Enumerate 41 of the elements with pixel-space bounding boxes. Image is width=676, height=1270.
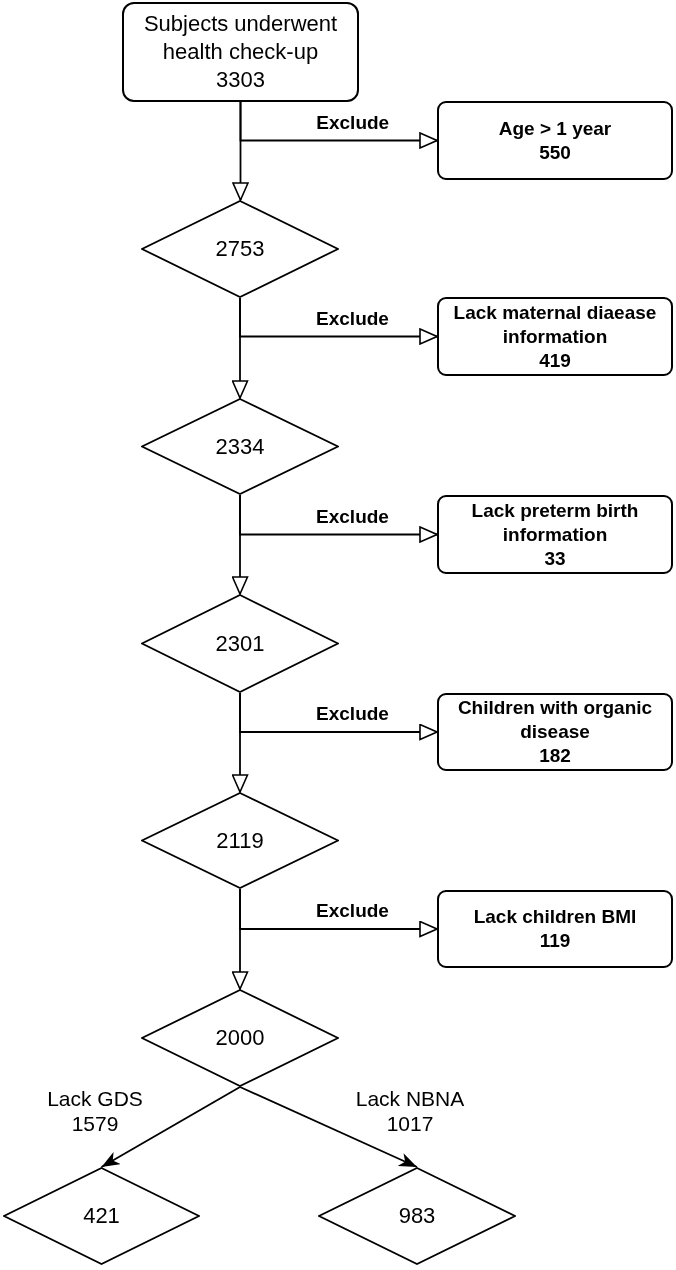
count-number: 2301 — [215, 630, 265, 657]
exclusion-box — [437, 890, 673, 968]
connector-arrow — [231, 888, 249, 990]
edge-label: Lack GDS 1579 — [46, 1086, 144, 1136]
count-number: 2753 — [215, 236, 265, 262]
count-number: 419 — [539, 348, 571, 373]
exclusion-box — [437, 693, 673, 771]
count-diamond — [141, 398, 339, 495]
connector-arrow — [231, 297, 249, 399]
count-number: 119 — [539, 929, 571, 953]
description-text: Lack preterm birth information — [470, 498, 640, 547]
count-diamond — [3, 1167, 200, 1265]
exclusion-box — [437, 495, 673, 574]
description-text: Lack children BMI — [473, 905, 637, 929]
count-number: 983 — [398, 1203, 436, 1229]
count-number: 2119 — [216, 827, 264, 854]
description-text: Age > 1 year — [498, 116, 612, 141]
count-diamond — [141, 792, 339, 889]
count-number: 182 — [539, 744, 571, 768]
description-text: Lack maternal diaease information — [452, 300, 658, 349]
description-text: Subjects underwent health check-up — [142, 10, 339, 66]
connector-arrow — [231, 692, 249, 793]
connector-arrow — [239, 1086, 418, 1168]
count-number: 421 — [83, 1203, 120, 1229]
start-box — [122, 2, 359, 102]
count-diamond — [141, 594, 339, 693]
count-number: 33 — [544, 546, 566, 571]
connector-arrow — [231, 494, 249, 595]
connector-arrow — [100, 1086, 241, 1168]
count-number: 2334 — [215, 433, 265, 460]
count-number: 550 — [539, 140, 571, 165]
edge-label: Lack NBNA 1017 — [354, 1086, 466, 1136]
description-text: Children with organic disease — [456, 696, 654, 744]
count-diamond — [318, 1167, 516, 1265]
count-diamond — [141, 989, 339, 1087]
count-number: 2000 — [215, 1025, 265, 1051]
count-diamond — [141, 200, 339, 298]
connector-arrow — [232, 101, 249, 201]
exclusion-box — [437, 297, 673, 376]
count-number: 3303 — [216, 66, 265, 94]
exclusion-box — [437, 101, 673, 180]
